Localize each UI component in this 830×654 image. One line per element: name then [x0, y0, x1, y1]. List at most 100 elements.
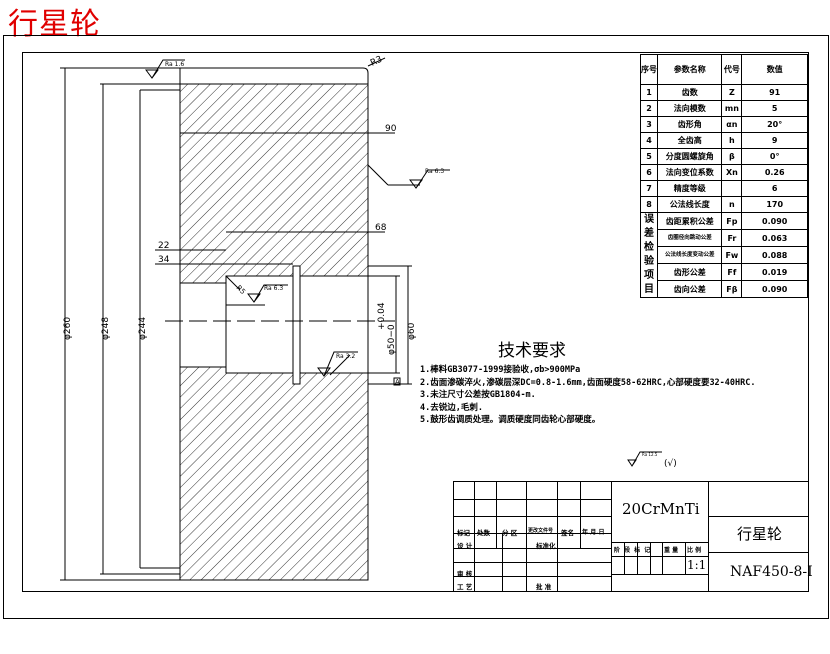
label-mark: 标记 — [457, 529, 470, 537]
dim-d244: φ244 — [138, 317, 148, 340]
cell: 0° — [741, 148, 808, 165]
header-symbol: 代号 — [721, 54, 743, 85]
tech-item: 5.鼓形齿调质处理。调质硬度同齿轮心部硬度。 — [420, 415, 601, 425]
cell: Fβ — [721, 280, 743, 298]
dim-d50: φ50−0 — [387, 324, 397, 355]
cell: 全齿高 — [656, 132, 723, 149]
cell: 9 — [741, 132, 808, 149]
tech-item: 4.去锐边,毛刺. — [420, 402, 483, 413]
dim-d260: φ260 — [63, 317, 73, 340]
table-header-row: 序号 参数名称 代号 数值 — [640, 54, 808, 85]
cell: 齿距累积公差 — [656, 212, 723, 230]
bore — [179, 265, 369, 385]
cell: 5 — [640, 148, 658, 165]
cell: 0.090 — [741, 280, 808, 298]
header-value: 数值 — [741, 54, 808, 85]
group-label: 误差检验项目 — [640, 212, 658, 298]
label-sign: 签名 — [561, 529, 574, 537]
cell: 4 — [640, 132, 658, 149]
cell: 2 — [640, 100, 658, 117]
cell: mn — [721, 100, 743, 117]
header-no: 序号 — [640, 54, 658, 85]
cell: 齿圈径向跳动公差 — [656, 229, 723, 247]
drawing-number: NAF450-8-I — [730, 564, 813, 580]
cell: Xn — [721, 164, 743, 181]
cell: 20° — [741, 116, 808, 133]
dim-68: 68 — [375, 223, 387, 233]
dim-90: 90 — [385, 124, 397, 134]
cell: 0.088 — [741, 246, 808, 264]
cell: 齿形公差 — [656, 263, 723, 281]
cell: β — [721, 148, 743, 165]
cell: Fp — [721, 212, 743, 230]
r3-label: R3 — [369, 55, 384, 69]
tech-item: 1.棒料GB3077-1999接验收,σb>900MPa — [420, 365, 581, 375]
cell — [721, 180, 743, 197]
label-design: 设 计 — [457, 542, 473, 550]
cell: 6 — [741, 180, 808, 197]
cell: 3 — [640, 116, 658, 133]
ra63-bore-label: Ra 6.3 — [264, 285, 283, 292]
cell: 8 — [640, 196, 658, 213]
outer-frame — [3, 35, 829, 619]
dim-34: 34 — [158, 255, 170, 265]
drawing-border — [22, 52, 809, 592]
label-stage: 阶 段 标 记 — [614, 547, 652, 554]
part-name: 行星轮 — [737, 525, 783, 543]
cell: 0.019 — [741, 263, 808, 281]
tooth-tip-outline — [179, 67, 369, 84]
label-date: 年.月.日 — [582, 529, 605, 536]
cell: 6 — [640, 164, 658, 181]
cell: Fw — [721, 246, 743, 264]
label-ratio: 比 例 — [687, 547, 702, 554]
dim-d248: φ248 — [101, 317, 111, 340]
scale-value: 1:1 — [687, 558, 707, 572]
label-weight: 重 量 — [664, 547, 679, 554]
tech-title: 技术要求 — [498, 341, 566, 361]
cell: 法向模数 — [656, 100, 723, 117]
dim-d60: φ60 — [407, 322, 417, 340]
cell: 170 — [741, 196, 808, 213]
cell: 公法线长度 — [656, 196, 723, 213]
cell: 齿形角 — [656, 116, 723, 133]
label-review: 审 核 — [457, 570, 473, 578]
roughness-symbols — [145, 59, 662, 467]
label-standard: 标准化 — [536, 542, 556, 550]
cell: 法向变位系数 — [656, 164, 723, 181]
label-count: 处数 — [477, 529, 490, 537]
title-block: 标记 处数 分 区 更改文件号 签名 年.月.日 设 计 标准化 审 核 工 艺… — [453, 481, 813, 592]
label-process: 工 艺 — [457, 583, 473, 591]
cell: 1 — [640, 84, 658, 101]
cell: 5 — [741, 100, 808, 117]
cell: Z — [721, 84, 743, 101]
cell: 7 — [640, 180, 658, 197]
cell: Ff — [721, 263, 743, 281]
cell: n — [721, 196, 743, 213]
cell: Fr — [721, 229, 743, 247]
rest-roughness-symbol: (√) — [664, 458, 677, 469]
cell: αn — [721, 116, 743, 133]
cell: 0.090 — [741, 212, 808, 230]
material: 20CrMnTi — [622, 500, 700, 518]
label-approve: 批 准 — [536, 583, 552, 591]
cell: 分度圆螺旋角 — [656, 148, 723, 165]
cell: 齿向公差 — [656, 280, 723, 298]
dim-tolerance: +0.04 — [377, 302, 387, 330]
ra32-label: Ra 3.2 — [336, 353, 355, 360]
cell: h — [721, 132, 743, 149]
cell: 精度等级 — [656, 180, 723, 197]
